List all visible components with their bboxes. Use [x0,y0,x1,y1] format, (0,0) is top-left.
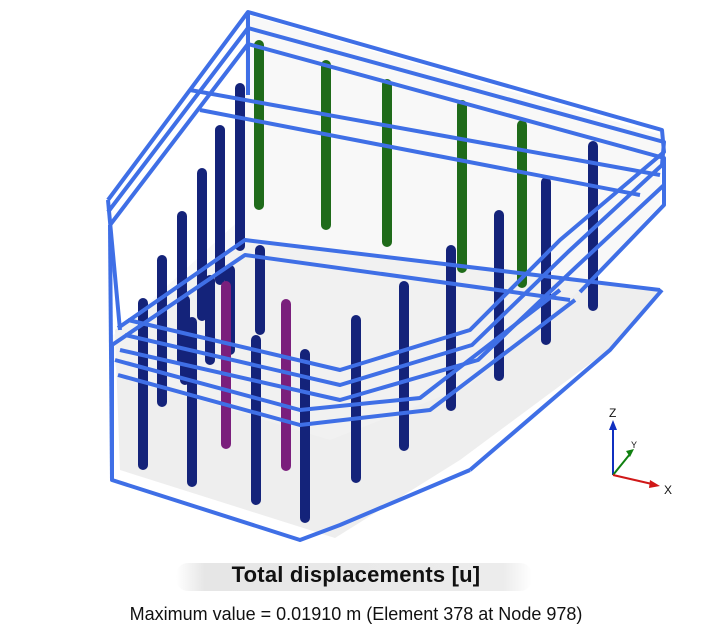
z-axis-arrow [609,420,617,430]
y-axis-label: Y [631,440,637,450]
z-axis-label: Z [609,406,616,420]
title-highlight [176,563,532,591]
x-axis-label: X [664,483,672,497]
y-axis-line [612,453,631,476]
excavation-walls [106,10,666,542]
axis-triad: Z Y X [609,406,672,497]
plot-title: Total displacements [u] [231,562,481,587]
x-axis-arrow [649,480,660,488]
x-axis-line [612,474,653,485]
y-axis-arrow [626,449,634,457]
max-value-caption: Maximum value = 0.01910 m (Element 378 a… [129,604,583,624]
